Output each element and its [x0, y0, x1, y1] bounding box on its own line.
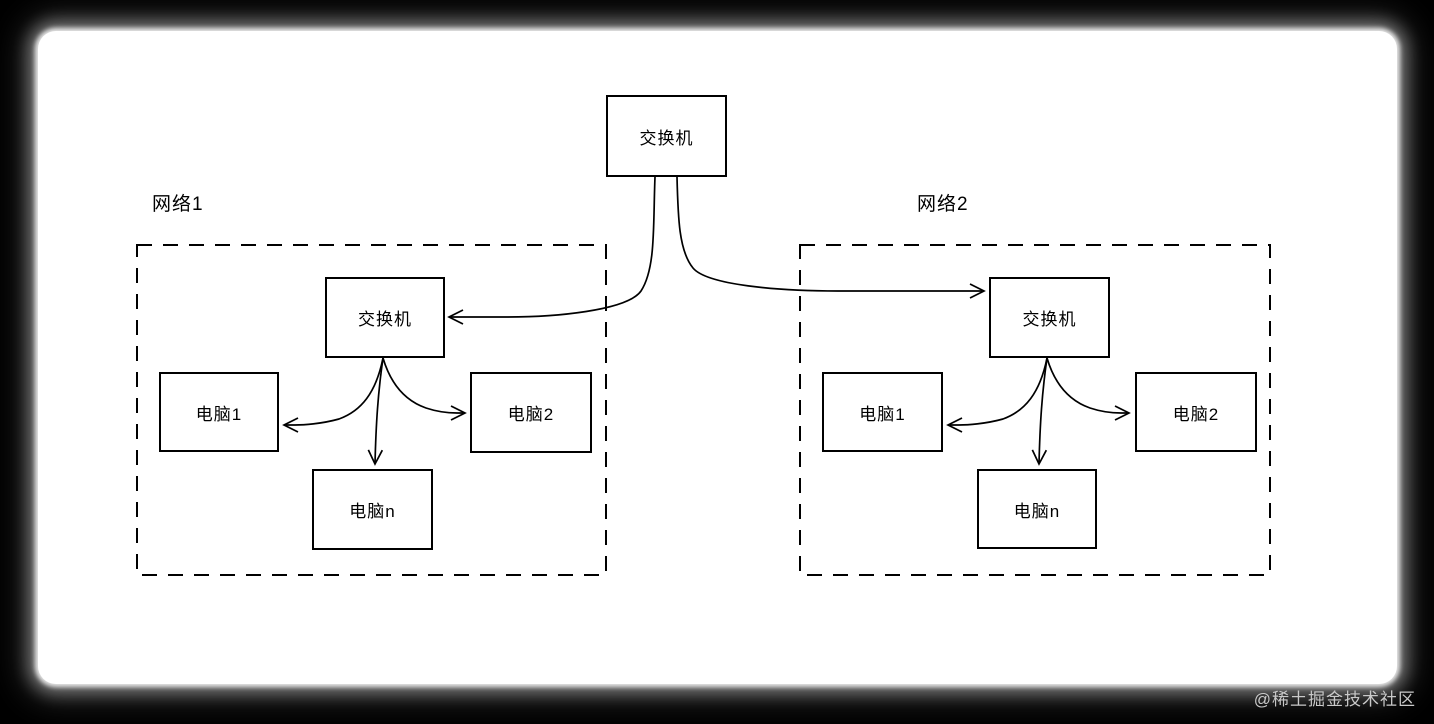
network2-label: 网络2	[917, 194, 969, 215]
node-net1-pcn: 电脑n	[312, 469, 433, 550]
wire-net1-switch-to-pcn	[367, 357, 384, 466]
node-net2-pc1: 电脑1	[822, 372, 943, 452]
wire-root-to-net2-switch	[676, 176, 986, 299]
wire-net2-switch-to-pc1	[946, 357, 1048, 433]
node-net2-pcn: 电脑n	[977, 469, 1097, 549]
node-net2-pc2: 电脑2	[1135, 372, 1257, 452]
node-net1-pc1: 电脑1	[159, 372, 279, 452]
node-net2-pcn-label: 电脑n	[1013, 501, 1061, 521]
node-net1-switch: 交换机	[325, 277, 445, 358]
node-net2-pc1-label: 电脑1	[859, 404, 906, 424]
wire-net1-switch-to-pc2	[382, 357, 467, 421]
network1-label: 网络1	[152, 194, 204, 215]
network2-boundary	[799, 244, 1271, 576]
node-net2-switch-label: 交换机	[1022, 310, 1077, 329]
node-net1-pcn-label: 电脑n	[349, 502, 396, 521]
wire-root-to-net1-switch	[447, 176, 656, 325]
node-root-switch: 交换机	[606, 95, 727, 177]
node-net2-pc2-label: 电脑2	[1172, 404, 1220, 424]
wire-net1-switch-to-pc1	[282, 357, 384, 433]
node-net1-pc2: 电脑2	[470, 372, 592, 453]
watermark-text: @稀土掘金技术社区	[1253, 690, 1416, 709]
wire-net2-switch-to-pc2	[1046, 357, 1131, 421]
node-net1-switch-label: 交换机	[358, 310, 412, 329]
node-net1-pc1-label: 电脑1	[195, 404, 243, 424]
wire-net2-switch-to-pcn	[1031, 357, 1048, 466]
node-net2-switch: 交换机	[989, 277, 1110, 358]
node-root-switch-label: 交换机	[639, 128, 694, 148]
network1-boundary	[136, 244, 607, 576]
node-net1-pc2-label: 电脑2	[507, 405, 555, 424]
